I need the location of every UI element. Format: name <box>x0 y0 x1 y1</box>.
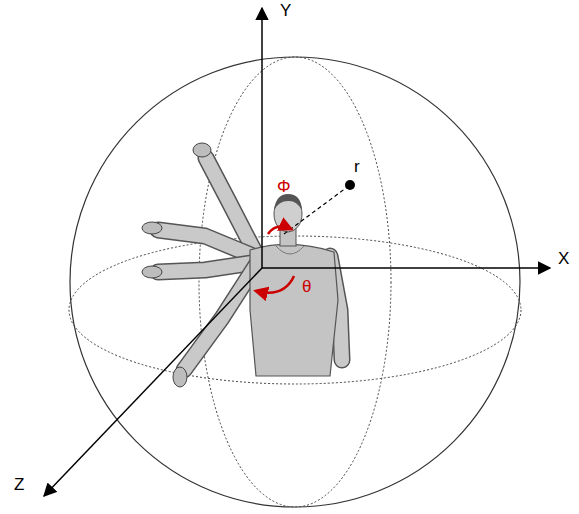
hair <box>274 194 302 210</box>
point-marker <box>345 180 355 190</box>
equator-ellipse <box>69 236 521 384</box>
arm-outline <box>184 262 258 370</box>
axis-label: X <box>558 250 569 267</box>
radius-line <box>284 185 350 234</box>
angle-label: Φ <box>277 178 291 195</box>
axis-label: Y <box>280 2 291 19</box>
x-axis <box>262 267 550 269</box>
y-axis <box>261 8 263 268</box>
phi-arc <box>268 226 291 234</box>
hand <box>142 266 162 278</box>
hand <box>142 222 162 234</box>
person-figure <box>142 143 342 387</box>
z-axis <box>44 268 262 496</box>
hand <box>173 367 187 387</box>
meridian-ellipse <box>199 57 391 507</box>
theta-arc <box>256 276 294 293</box>
collar <box>276 246 304 254</box>
torso <box>250 244 338 376</box>
axis-label: Z <box>14 476 24 493</box>
hand <box>193 143 211 157</box>
angle-label: θ <box>302 278 311 295</box>
sphere-outline <box>70 57 520 507</box>
arm-lowered <box>184 262 258 370</box>
arm-upper-horizontal <box>158 230 258 258</box>
arm-outline <box>158 230 258 258</box>
radius-label: r <box>354 158 360 175</box>
